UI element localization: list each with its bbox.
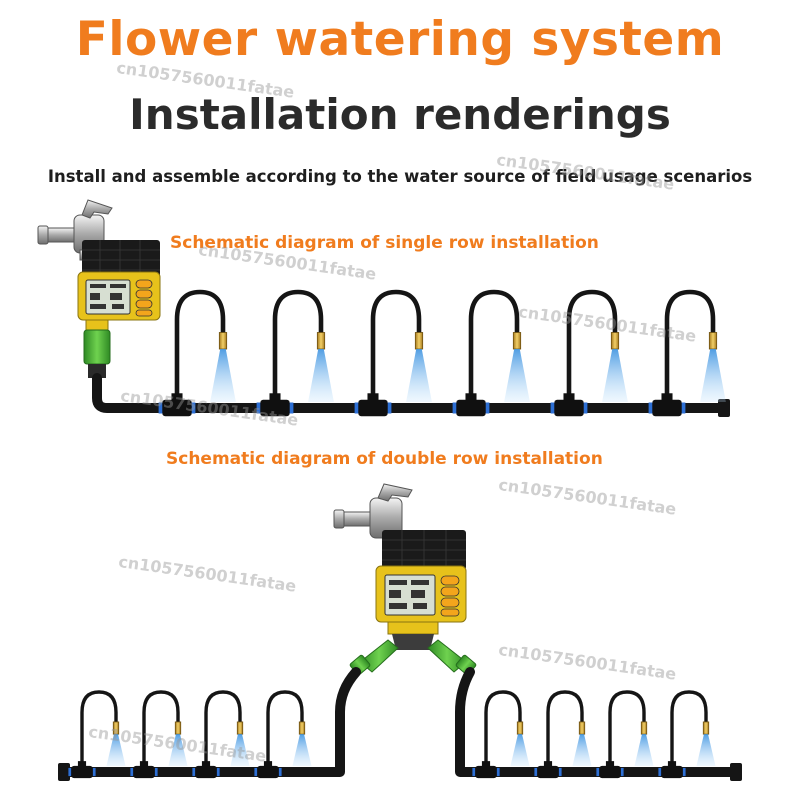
micro-hose <box>484 690 522 768</box>
single-row-diagram <box>37 199 730 417</box>
tee-connector-icon <box>661 765 683 779</box>
page-subtitle: Installation renderings <box>129 90 671 139</box>
double-row-caption: Schematic diagram of double row installa… <box>166 449 603 469</box>
page-title: Flower watering system <box>75 12 725 67</box>
tee-connector-icon <box>162 399 192 417</box>
nozzle-icon <box>414 332 424 350</box>
dripper-assembly <box>596 690 654 779</box>
water-spray-icon <box>696 734 716 766</box>
dripper-assembly <box>658 690 716 779</box>
nozzle-icon <box>298 721 306 735</box>
dripper-assembly <box>68 690 126 779</box>
water-timer-icon <box>375 530 467 623</box>
dripper-row <box>158 289 726 417</box>
page-description: Install and assemble according to the wa… <box>47 167 753 186</box>
micro-hose <box>174 289 226 405</box>
water-timer-icon <box>77 240 161 321</box>
tee-connector-icon <box>71 765 93 779</box>
water-spray-icon <box>504 349 530 402</box>
water-spray-icon <box>572 734 592 766</box>
micro-hose <box>664 289 716 405</box>
water-spray-icon <box>510 734 530 766</box>
nozzle-icon <box>640 721 648 735</box>
nozzle-icon <box>708 332 718 350</box>
dripper-assembly <box>534 690 592 779</box>
micro-hose <box>546 690 584 768</box>
dripper-assembly <box>256 289 334 417</box>
dripper-assembly <box>452 289 530 417</box>
nozzle-icon <box>512 332 522 350</box>
tee-connector-icon <box>475 765 497 779</box>
micro-hose <box>608 690 646 768</box>
pipe-end-cap <box>718 399 730 417</box>
micro-hose <box>370 289 422 405</box>
tee-connector-icon <box>599 765 621 779</box>
tee-connector-icon <box>554 399 584 417</box>
y-splitter-icon <box>349 621 477 676</box>
dripper-rows <box>68 690 716 779</box>
water-spray-icon <box>700 349 726 402</box>
water-spray-icon <box>406 349 432 402</box>
faucet-icon <box>333 483 413 539</box>
nozzle-icon <box>316 332 326 350</box>
tee-connector-icon <box>257 765 279 779</box>
micro-hose <box>204 690 242 768</box>
dripper-assembly <box>130 690 188 779</box>
tee-connector-icon <box>133 765 155 779</box>
tee-connector-icon <box>358 399 388 417</box>
nozzle-icon <box>218 332 228 350</box>
green-connector-icon <box>83 319 111 378</box>
nozzle-icon <box>702 721 710 735</box>
nozzle-icon <box>516 721 524 735</box>
single-row-caption: Schematic diagram of single row installa… <box>170 233 599 253</box>
water-spray-icon <box>106 734 126 766</box>
faucet-icon <box>37 199 113 261</box>
micro-hose <box>670 690 708 768</box>
main-pipe <box>92 373 725 413</box>
micro-hose <box>80 690 118 768</box>
water-spray-icon <box>168 734 188 766</box>
dripper-assembly <box>254 690 312 779</box>
water-spray-icon <box>308 349 334 402</box>
tee-connector-icon <box>260 399 290 417</box>
dripper-assembly <box>648 289 726 417</box>
double-row-diagram <box>58 483 742 781</box>
dripper-assembly <box>472 690 530 779</box>
micro-hose <box>272 289 324 405</box>
dripper-assembly <box>192 690 250 779</box>
water-spray-icon <box>292 734 312 766</box>
micro-hose <box>142 690 180 768</box>
micro-hose <box>566 289 618 405</box>
water-spray-icon <box>230 734 250 766</box>
micro-hose <box>468 289 520 405</box>
water-spray-icon <box>602 349 628 402</box>
tee-connector-icon <box>456 399 486 417</box>
water-spray-icon <box>634 734 654 766</box>
nozzle-icon <box>236 721 244 735</box>
water-spray-icon <box>210 349 236 402</box>
tee-connector-icon <box>195 765 217 779</box>
tee-connector-icon <box>537 765 559 779</box>
dripper-assembly <box>158 289 236 417</box>
nozzle-icon <box>174 721 182 735</box>
dripper-assembly <box>354 289 432 417</box>
micro-hose <box>266 690 304 768</box>
nozzle-icon <box>578 721 586 735</box>
tee-connector-icon <box>652 399 682 417</box>
dripper-assembly <box>550 289 628 417</box>
